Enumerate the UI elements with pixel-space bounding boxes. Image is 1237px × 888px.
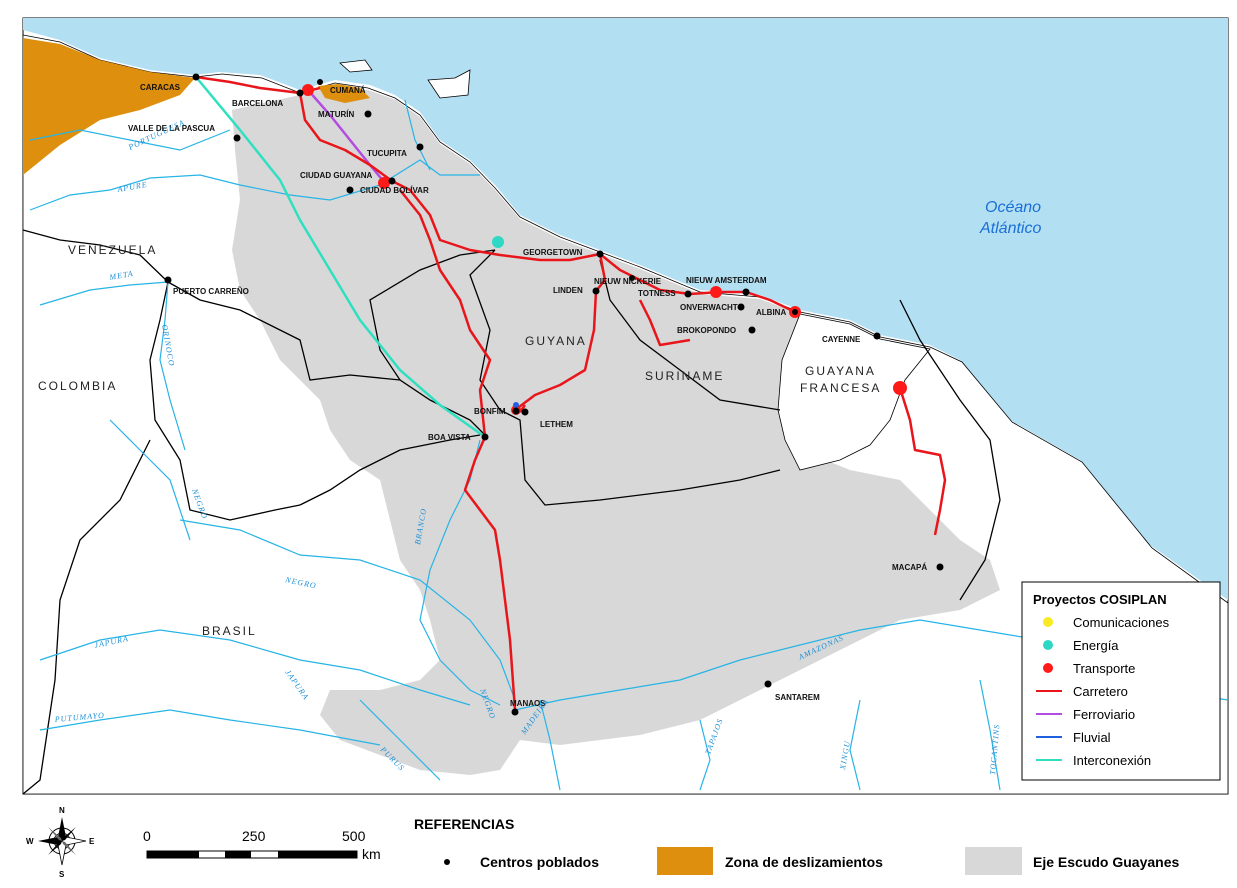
city-label: ALBINA: [756, 308, 786, 317]
city-label: BOA VISTA: [428, 433, 471, 442]
city-label: CARACAS: [140, 83, 181, 92]
reference-label: Zona de deslizamientos: [725, 854, 883, 870]
references: REFERENCIAS Centros poblados Zona de des…: [414, 816, 1179, 875]
country-label: FRANCESA: [800, 381, 881, 395]
transport-marker-guayana-francesa: [893, 381, 907, 395]
svg-text:N: N: [59, 806, 65, 815]
city-label: PUERTO CARREÑO: [173, 287, 249, 296]
city-dots: [164, 73, 944, 716]
city-label: CAYENNE: [822, 335, 861, 344]
svg-text:W: W: [26, 837, 34, 846]
reference-swatch-landslide: [657, 847, 713, 875]
legend-label: Carretero: [1073, 684, 1128, 699]
city-label: ONVERWACHT: [680, 303, 738, 312]
svg-text:0: 0: [143, 828, 151, 844]
country-label: GUAYANA: [805, 364, 876, 378]
city-label: TUCUPITA: [367, 149, 407, 158]
landslide-zone-east: [318, 84, 370, 103]
rivers: [29, 99, 1229, 791]
country-borders: [22, 229, 1001, 795]
city-label: NIEUW AMSTERDAM: [686, 276, 767, 285]
city-label: CUMANÁ: [330, 86, 366, 95]
city-label: TOTNESS: [638, 289, 676, 298]
legend-label: Fluvial: [1073, 730, 1111, 745]
island-margarita: [339, 59, 373, 73]
city-label: VALLE DE LA PASCUA: [128, 124, 215, 133]
city-label: LINDEN: [553, 286, 583, 295]
legend-swatch-comunicaciones: [1043, 617, 1053, 627]
svg-text:Océano: Océano: [985, 199, 1041, 216]
reference-label: Centros poblados: [480, 854, 599, 870]
river-label: PUTUMAYO: [53, 711, 105, 724]
country-label: COLOMBIA: [38, 379, 117, 393]
legend-label: Comunicaciones: [1073, 615, 1170, 630]
city-label: MANAOS: [510, 699, 546, 708]
city-label: MACAPÁ: [892, 563, 927, 572]
city-label: SANTAREM: [775, 693, 820, 702]
city-label: CIUDAD BOLÍVAR: [360, 186, 429, 195]
legend-box: Proyectos COSIPLAN Comunicaciones Energí…: [1021, 581, 1221, 781]
map-frame: [22, 17, 1229, 795]
legend-label: Energía: [1073, 638, 1119, 653]
escudo-guayanes-area: [232, 86, 1000, 775]
city-label: BROKOPONDO: [677, 326, 736, 335]
landslide-zone-west: [23, 38, 195, 175]
svg-text:E: E: [89, 837, 95, 846]
country-label: VENEZUELA: [68, 243, 157, 257]
city-label: MATURÍN: [318, 110, 355, 119]
city-label: NIEUW NICKERIE: [594, 277, 662, 286]
city-labels: CARACAS BARCELONA CUMANÁ MATURÍN VALLE D…: [128, 83, 927, 708]
reference-symbol-dot: [444, 859, 450, 865]
river-label: TOCANTINS: [988, 723, 1001, 775]
compass-rose-icon: N S E W: [26, 806, 95, 879]
svg-text:250: 250: [242, 828, 266, 844]
railway-line: [307, 89, 386, 184]
city-label: GEORGETOWN: [523, 248, 583, 257]
city-label: BARCELONA: [232, 99, 283, 108]
svg-text:S: S: [59, 870, 65, 879]
interconnection-line: [195, 76, 486, 439]
legend-swatch-transporte: [1043, 663, 1053, 673]
transport-marker-cumana: [302, 84, 314, 96]
legend-swatch-energia: [1043, 640, 1053, 650]
island-trinidad: [427, 69, 471, 99]
country-labels: VENEZUELA COLOMBIA BRASIL GUYANA SURINAM…: [38, 243, 881, 638]
scale-bar: 0 250 500 km: [143, 828, 381, 862]
svg-text:Atlántico: Atlántico: [979, 220, 1041, 237]
city-label: LETHEM: [540, 420, 573, 429]
legend-label: Interconexión: [1073, 753, 1151, 768]
transport-marker-ciudad-guayana: [378, 177, 390, 189]
reference-label: Eje Escudo Guayanes: [1033, 854, 1179, 870]
country-label: GUYANA: [525, 334, 587, 348]
transport-marker-nieuw-amsterdam: [710, 286, 722, 298]
svg-text:km: km: [362, 846, 381, 862]
ocean-label: Océano Atlántico: [979, 199, 1041, 237]
svg-text:500: 500: [342, 828, 366, 844]
city-label: CIUDAD GUAYANA: [300, 171, 373, 180]
ocean-area: [23, 18, 1228, 600]
references-title: REFERENCIAS: [414, 816, 514, 832]
legend-title: Proyectos COSIPLAN: [1033, 592, 1167, 607]
country-label: SURINAME: [645, 369, 724, 383]
country-label: BRASIL: [202, 624, 257, 638]
city-label: BONFIM: [474, 407, 506, 416]
roads: [195, 75, 947, 711]
reference-swatch-escudo: [965, 847, 1022, 875]
legend-label: Transporte: [1073, 661, 1135, 676]
legend-label: Ferroviario: [1073, 707, 1135, 722]
fluvial-marker: [513, 402, 519, 408]
energy-marker: [492, 236, 504, 248]
river-label: META: [108, 269, 134, 282]
